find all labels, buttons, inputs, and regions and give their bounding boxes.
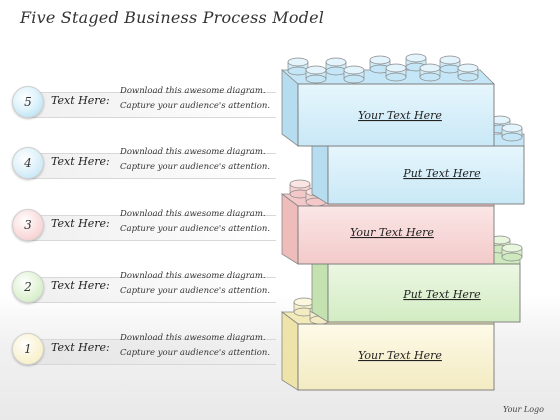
step-number-badge: 4 bbox=[12, 147, 44, 179]
brick-stud bbox=[419, 63, 441, 82]
brick-stud bbox=[457, 63, 479, 82]
step-number-badge: 1 bbox=[12, 333, 44, 365]
desc-line-2: Capture your audience's attention. bbox=[120, 162, 271, 172]
step-number-badge: 5 bbox=[12, 86, 44, 118]
row-band bbox=[26, 277, 276, 303]
step-row-5: 5 Text Here: Download this awesome diagr… bbox=[8, 82, 278, 126]
step-label: Text Here: bbox=[51, 155, 110, 168]
step-label: Text Here: bbox=[51, 94, 110, 107]
brick-stud bbox=[439, 55, 461, 74]
brick-stud bbox=[325, 57, 347, 76]
step-label: Text Here: bbox=[51, 341, 110, 354]
step-label: Text Here: bbox=[51, 217, 110, 230]
step-description: Download this awesome diagram. Capture y… bbox=[120, 269, 280, 299]
row-band bbox=[26, 215, 276, 241]
brick-5: Your Text Here bbox=[280, 53, 495, 147]
desc-line-1: Download this awesome diagram. bbox=[120, 86, 266, 96]
brick-stud bbox=[343, 65, 365, 84]
desc-line-2: Capture your audience's attention. bbox=[120, 224, 271, 234]
desc-line-1: Download this awesome diagram. bbox=[120, 271, 266, 281]
step-description: Download this awesome diagram. Capture y… bbox=[120, 331, 280, 361]
brick-stud bbox=[385, 63, 407, 82]
logo-text: Your Logo bbox=[503, 405, 544, 414]
step-row-3: 3 Text Here: Download this awesome diagr… bbox=[8, 205, 278, 249]
brick-1-text: Your Text Here bbox=[358, 349, 442, 362]
desc-line-1: Download this awesome diagram. bbox=[120, 333, 266, 343]
brick-5-text: Your Text Here bbox=[358, 109, 442, 122]
desc-line-1: Download this awesome diagram. bbox=[120, 147, 266, 157]
step-description: Download this awesome diagram. Capture y… bbox=[120, 207, 280, 237]
row-band bbox=[26, 153, 276, 179]
desc-line-2: Capture your audience's attention. bbox=[120, 286, 271, 296]
step-label: Text Here: bbox=[51, 279, 110, 292]
row-band bbox=[26, 92, 276, 118]
brick-4-text: Put Text Here bbox=[402, 167, 481, 180]
brick-stud bbox=[369, 55, 391, 74]
brick-stud bbox=[289, 179, 311, 199]
desc-line-2: Capture your audience's attention. bbox=[120, 348, 271, 358]
step-row-4: 4 Text Here: Download this awesome diagr… bbox=[8, 143, 278, 187]
step-number-badge: 3 bbox=[12, 209, 44, 241]
brick-stud bbox=[501, 123, 523, 142]
step-description: Download this awesome diagram. Capture y… bbox=[120, 84, 280, 114]
desc-line-2: Capture your audience's attention. bbox=[120, 101, 271, 111]
brick-stud bbox=[501, 243, 523, 262]
brick-3-text: Your Text Here bbox=[350, 226, 434, 239]
brick-stud bbox=[293, 297, 315, 317]
brick-2-text: Put Text Here bbox=[402, 288, 481, 301]
desc-line-1: Download this awesome diagram. bbox=[120, 209, 266, 219]
row-band bbox=[26, 339, 276, 365]
step-number-badge: 2 bbox=[12, 271, 44, 303]
page-title: Five Staged Business Process Model bbox=[20, 8, 325, 27]
brick-4: Put Text Here bbox=[310, 115, 525, 205]
step-row-2: 2 Text Here: Download this awesome diagr… bbox=[8, 267, 278, 311]
brick-stud bbox=[305, 65, 327, 84]
brick-stud bbox=[287, 57, 309, 76]
step-row-1: 1 Text Here: Download this awesome diagr… bbox=[8, 329, 278, 373]
step-description: Download this awesome diagram. Capture y… bbox=[120, 145, 280, 175]
